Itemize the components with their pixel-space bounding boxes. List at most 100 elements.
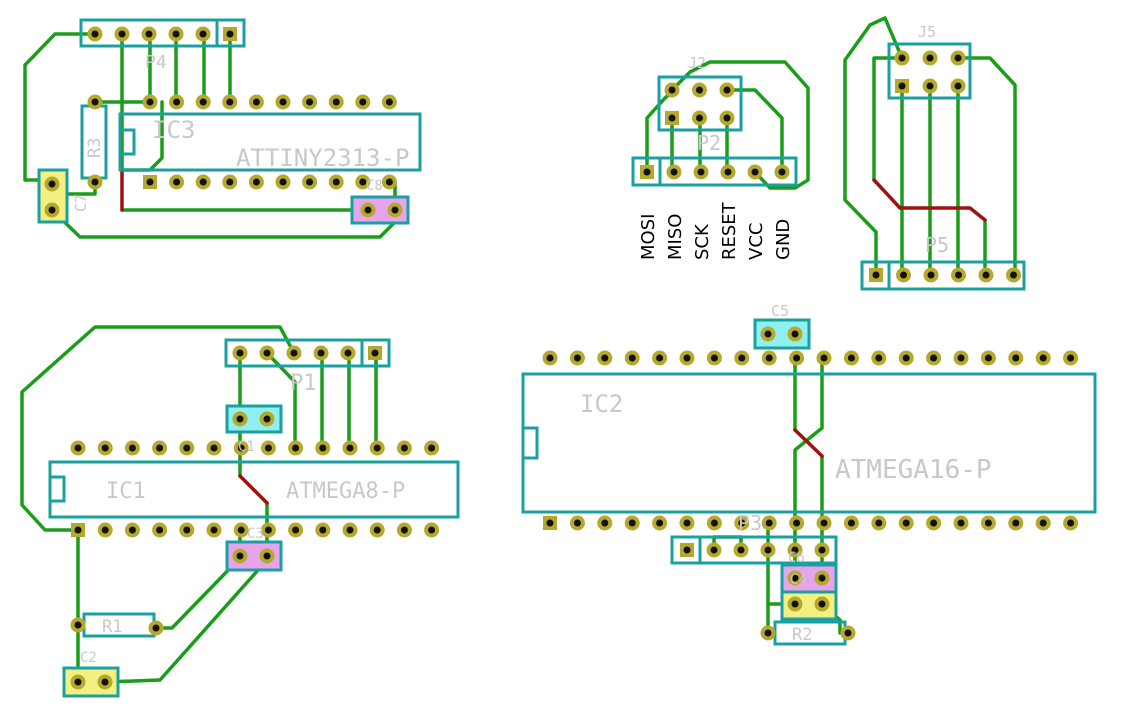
- pads: [44, 26, 1079, 690]
- pad-hole: [955, 271, 962, 279]
- pad-hole: [290, 349, 298, 357]
- pin-label-mosi: MOSI: [638, 214, 659, 260]
- pad-hole: [902, 519, 910, 527]
- pad-hole: [226, 30, 234, 38]
- pad-hole: [385, 178, 393, 186]
- pad-hole: [1067, 354, 1075, 362]
- pad-hole: [791, 600, 799, 608]
- pad-hole: [237, 526, 245, 534]
- pad-hole: [820, 354, 828, 362]
- pad-hole: [724, 168, 732, 176]
- pad-hole: [793, 519, 801, 527]
- pad-hole: [984, 354, 992, 362]
- p2-label: P2: [697, 131, 721, 155]
- pad-hole: [764, 330, 772, 338]
- pad-hole: [292, 526, 300, 534]
- pad-hole: [156, 444, 164, 452]
- pad-hole: [793, 354, 801, 362]
- pad-hole: [319, 444, 327, 452]
- pad-hole: [723, 114, 731, 122]
- pad-hole: [697, 168, 705, 176]
- c7-label: C7: [72, 194, 90, 212]
- pad-hole: [710, 354, 718, 362]
- pad-hole: [292, 444, 300, 452]
- c3-label: C3: [247, 526, 264, 542]
- pad-hole: [668, 114, 676, 122]
- ic2-value-label: ATMEGA16-P: [835, 455, 992, 485]
- pad-hole: [183, 444, 191, 452]
- ic3-notch: [118, 128, 136, 156]
- pad-hole: [91, 178, 99, 186]
- pad-hole: [1012, 519, 1020, 527]
- pad-hole: [118, 30, 126, 38]
- j5-outline: [887, 42, 972, 100]
- pad-hole: [317, 349, 325, 357]
- pad-hole: [373, 526, 381, 534]
- pad-hole: [226, 98, 234, 106]
- p1-label: P1: [290, 371, 317, 396]
- ic2-notch: [521, 426, 539, 460]
- pad-hole: [656, 354, 664, 362]
- pad-hole: [710, 519, 718, 527]
- pad-hole: [346, 444, 354, 452]
- pin-label-gnd: GND: [773, 219, 794, 260]
- pad-hole: [628, 519, 636, 527]
- pad-hole: [263, 415, 271, 423]
- pad-hole: [359, 178, 367, 186]
- c2-label: C2: [80, 650, 97, 666]
- pad-hole: [236, 349, 244, 357]
- p1-outline: [224, 338, 391, 368]
- pad-hole: [778, 168, 786, 176]
- pad-hole: [1067, 519, 1075, 527]
- pad-hole: [791, 546, 799, 554]
- pad-hole: [898, 54, 906, 62]
- r1-label: R1: [102, 617, 122, 637]
- ic2-ref-label: IC2: [580, 390, 623, 418]
- pad-hole: [319, 526, 327, 534]
- ic1-notch: [48, 475, 66, 503]
- pad-hole: [373, 444, 381, 452]
- r2-label: R2: [792, 625, 812, 645]
- c1-label: C1: [238, 439, 255, 455]
- p3-label: P3: [738, 511, 762, 535]
- pad-hole: [74, 444, 82, 452]
- c8-label: C8: [366, 178, 383, 194]
- pad-hole: [573, 354, 581, 362]
- pad-hole: [400, 526, 408, 534]
- pad-hole: [954, 54, 962, 62]
- pad-hole: [875, 354, 883, 362]
- pad-hole: [346, 526, 354, 534]
- pad-hole: [199, 30, 207, 38]
- pad-hole: [683, 546, 691, 554]
- pad-hole: [818, 546, 826, 554]
- jumper-wires: [120, 168, 987, 505]
- p5-outline: [860, 260, 1026, 291]
- pad-hole: [844, 629, 852, 637]
- jumper: [238, 474, 269, 505]
- pad-hole: [930, 354, 938, 362]
- trace: [23, 32, 97, 182]
- reference-labels: P4 IC3 ATTINY2313-P R3 C7 C8 P1 C1 IC1 A…: [72, 23, 992, 666]
- pad-hole: [1039, 354, 1047, 362]
- pad-hole: [385, 98, 393, 106]
- pad-hole: [145, 30, 153, 38]
- pad-hole: [957, 354, 965, 362]
- pad-hole: [764, 546, 772, 554]
- p3-outline: [670, 535, 838, 565]
- pad-hole: [173, 178, 181, 186]
- pad-hole: [48, 180, 56, 188]
- pad-hole: [306, 178, 314, 186]
- pad-hole: [847, 354, 855, 362]
- trace: [20, 325, 296, 532]
- pad-hole: [683, 354, 691, 362]
- pad-hole: [982, 271, 990, 279]
- pad-hole: [371, 349, 379, 357]
- pad-hole: [902, 354, 910, 362]
- pad-hole: [900, 271, 907, 279]
- j2-outline: [657, 75, 743, 132]
- j2-label: J2: [688, 54, 706, 72]
- trace: [670, 60, 810, 190]
- pad-hole: [791, 330, 799, 338]
- pad-hole: [683, 519, 691, 527]
- jumper: [793, 428, 824, 458]
